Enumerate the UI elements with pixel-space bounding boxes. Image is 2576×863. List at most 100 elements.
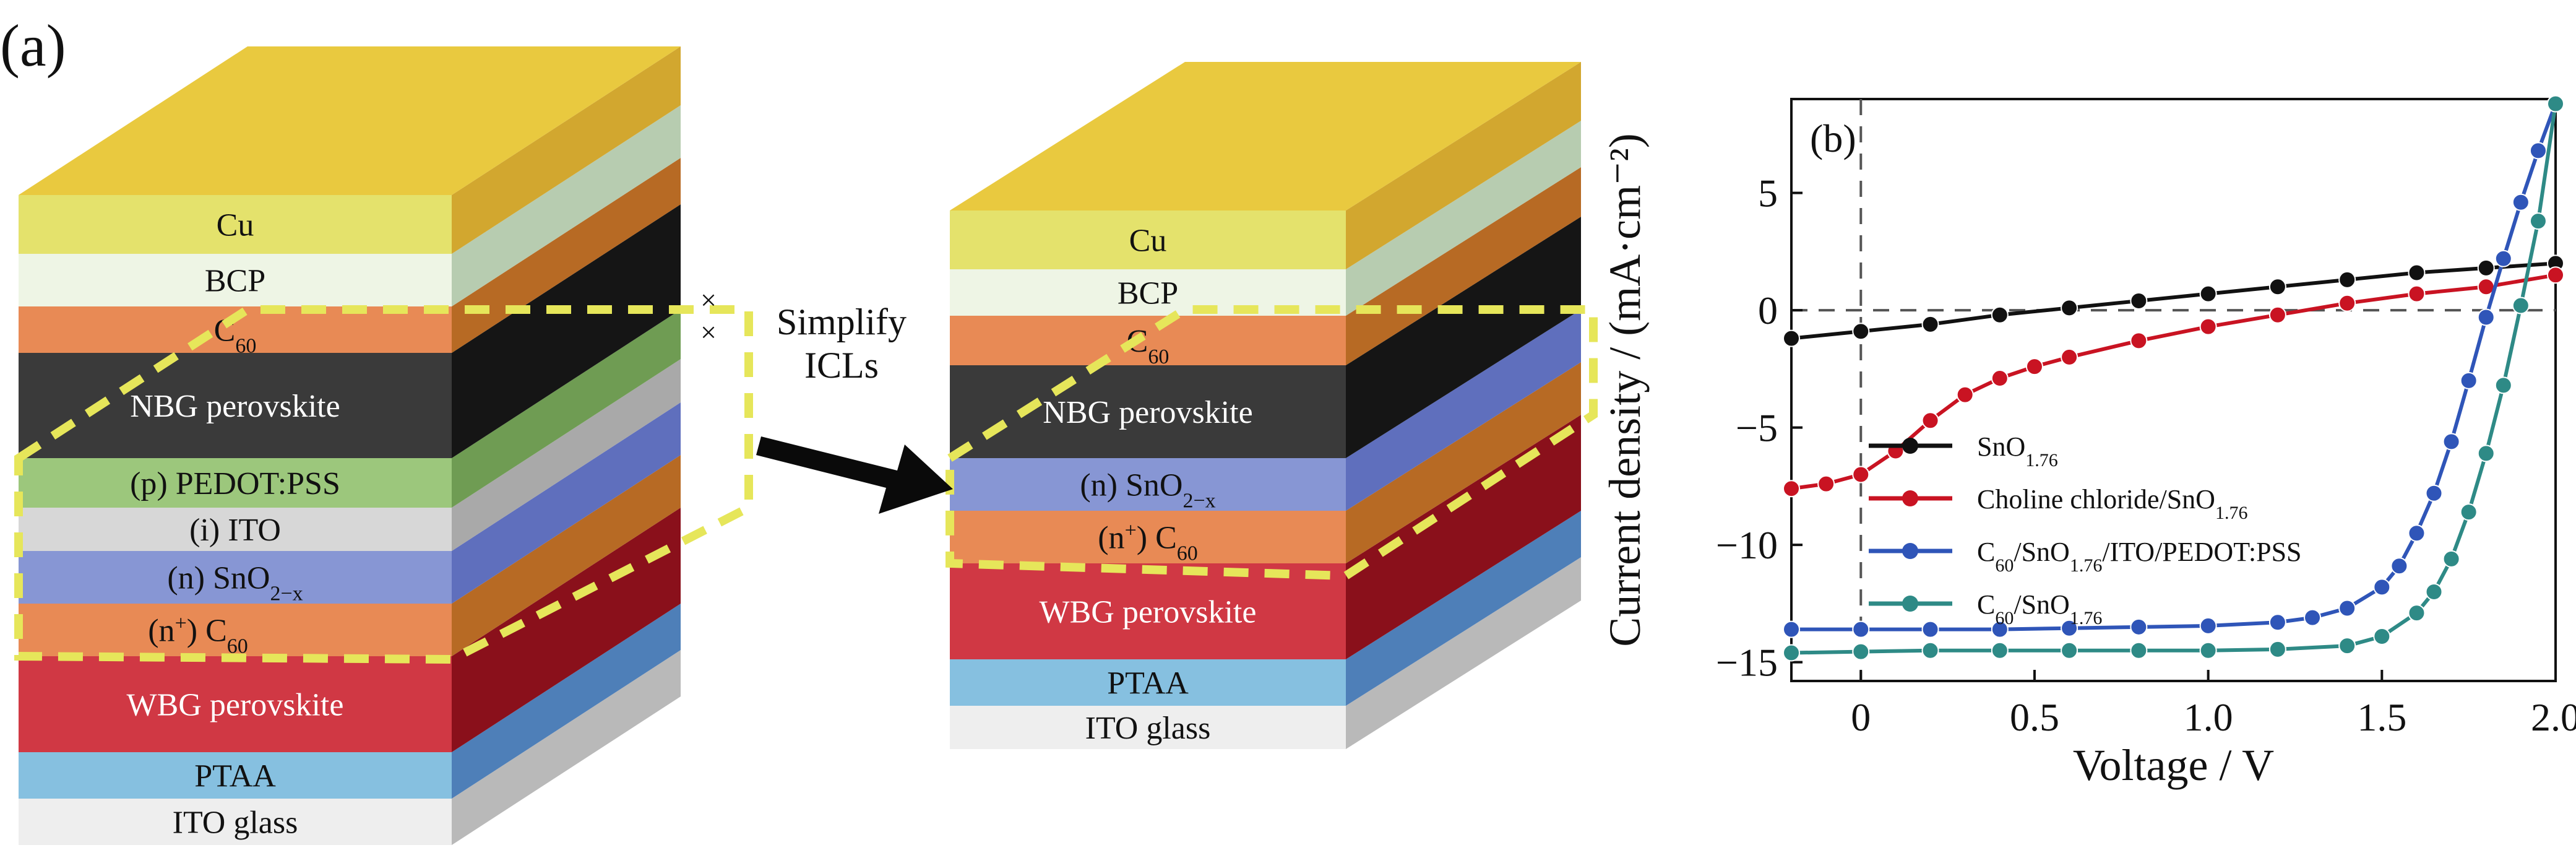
data-point xyxy=(2390,557,2408,575)
right-layer-label: WBG perovskite xyxy=(1040,595,1257,630)
data-point xyxy=(2529,212,2547,230)
data-point xyxy=(2477,259,2495,277)
data-point xyxy=(2061,299,2078,317)
data-point xyxy=(1956,386,1974,404)
right-layer-top xyxy=(950,62,1581,210)
data-point xyxy=(2547,266,2564,284)
data-point xyxy=(2547,95,2564,113)
data-point xyxy=(2460,503,2478,521)
right-layer-front xyxy=(950,659,1346,706)
x-axis-label: Voltage / V xyxy=(2073,740,2274,790)
data-point xyxy=(2408,264,2426,282)
legend-label: SnO1.76 xyxy=(1977,432,2058,471)
data-point xyxy=(2304,609,2322,627)
data-point xyxy=(2338,599,2356,617)
left-layer-side xyxy=(452,359,681,551)
series-0 xyxy=(1783,254,2564,347)
cross-mark: × xyxy=(700,284,717,316)
left-layer-label: Cu xyxy=(217,208,254,243)
data-point xyxy=(2512,297,2530,314)
left-layer-side xyxy=(452,402,681,604)
data-point xyxy=(2130,332,2148,350)
left-layer-label: BCP xyxy=(205,264,265,299)
series-3 xyxy=(1783,95,2564,662)
data-point xyxy=(1783,480,1800,498)
left-layer-side xyxy=(452,604,681,799)
left-layer-side xyxy=(452,46,681,254)
right-layer-front xyxy=(950,316,1346,365)
right-icl-highlight xyxy=(946,305,1598,581)
left-layer-top xyxy=(19,46,681,195)
legend-label: C60/SnO1.76 xyxy=(1977,589,2102,628)
right-layer-front xyxy=(950,563,1346,659)
left-layer-label: NBG perovskite xyxy=(130,389,340,424)
data-point xyxy=(2442,433,2460,451)
right-layer-side xyxy=(1346,121,1581,316)
right-layer-side xyxy=(1346,62,1581,269)
legend-marker xyxy=(1902,596,1918,612)
left-layer-front xyxy=(19,551,452,604)
y-axis-label: Current density / (mA·cm⁻²) xyxy=(1600,133,1650,646)
data-point xyxy=(2408,604,2426,622)
left-layer-front xyxy=(19,458,452,508)
data-point xyxy=(1817,475,1835,493)
right-layer-label: Cu xyxy=(1129,223,1167,259)
data-point xyxy=(2373,627,2391,645)
y-tick-label: −15 xyxy=(1716,641,1778,685)
data-point xyxy=(2477,445,2495,462)
right-layer-label: BCP xyxy=(1118,276,1178,311)
data-point xyxy=(2199,641,2217,659)
left-icl-highlight xyxy=(14,305,753,664)
data-point xyxy=(2338,294,2356,312)
series-line xyxy=(1791,261,2556,340)
x-tick-label: 1.5 xyxy=(2357,695,2406,739)
right-layer-label: PTAA xyxy=(1107,666,1189,701)
left-layer-front xyxy=(19,799,452,845)
data-point xyxy=(2477,308,2495,326)
left-layer-label: ITO glass xyxy=(173,805,298,841)
data-point xyxy=(2199,318,2217,336)
data-point xyxy=(2268,614,2286,631)
arrow-text: ICLs xyxy=(804,345,879,386)
right-layer-side xyxy=(1346,167,1581,365)
y-tick-label: −5 xyxy=(1736,406,1778,450)
left-layer-side xyxy=(452,204,681,458)
data-point xyxy=(2338,637,2356,655)
left-layer-front xyxy=(19,353,452,458)
left-layer-label: (n+) C60 xyxy=(148,612,248,657)
left-layer-label: (n) SnO2−x xyxy=(167,561,303,605)
data-point xyxy=(2425,583,2443,601)
y-tick-label: 0 xyxy=(1758,288,1778,332)
left-layer-front xyxy=(19,752,452,799)
series-line xyxy=(1791,273,2556,491)
data-point xyxy=(2199,617,2217,635)
data-point xyxy=(1852,466,1870,484)
data-point xyxy=(2512,193,2530,211)
data-point xyxy=(1921,412,1939,430)
left-layer-label: WBG perovskite xyxy=(127,688,344,723)
data-point xyxy=(2529,142,2547,160)
y-tick-label: −10 xyxy=(1716,523,1778,567)
data-point xyxy=(2425,484,2443,502)
right-layer-side xyxy=(1346,415,1581,659)
data-point xyxy=(2130,292,2148,310)
data-point xyxy=(2494,249,2512,267)
left-layer-side xyxy=(452,650,681,845)
panel-b-label: (b) xyxy=(1810,116,1856,160)
right-layer-front xyxy=(950,365,1346,458)
data-point xyxy=(2268,640,2286,658)
x-tick-label: 1.0 xyxy=(2184,695,2233,739)
data-point xyxy=(1991,641,2009,659)
right-layer-side xyxy=(1346,557,1581,749)
cross-mark: × xyxy=(700,316,717,348)
right-layer-side xyxy=(1346,511,1581,706)
data-point xyxy=(2408,285,2426,303)
arrow-text: Simplify xyxy=(777,301,907,342)
data-point xyxy=(1852,643,1870,661)
left-layer-label: PTAA xyxy=(194,759,276,794)
plot-frame xyxy=(1790,98,2557,682)
data-point xyxy=(1852,620,1870,638)
